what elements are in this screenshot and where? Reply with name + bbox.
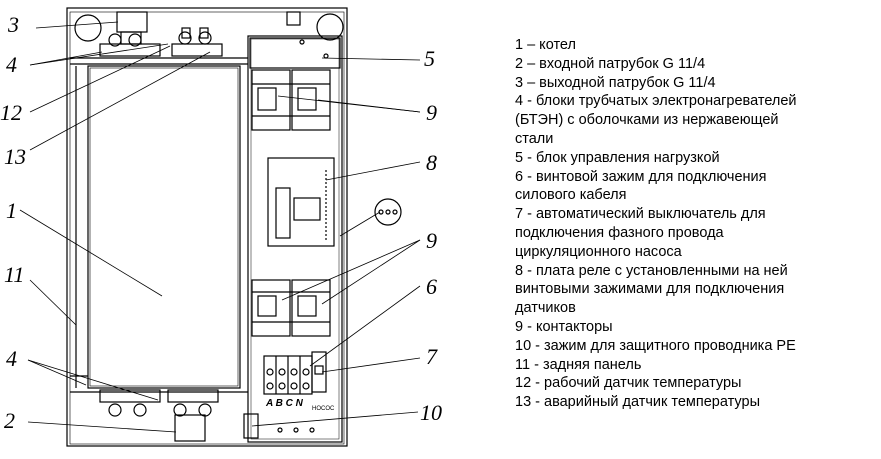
- callout-9-top: 9: [426, 100, 437, 125]
- callout-1: 1: [6, 198, 17, 223]
- callout-7: 7: [426, 344, 438, 369]
- callout-10: 10: [420, 400, 442, 425]
- heater-block-top: [99, 27, 223, 57]
- callout-4-top: 4: [6, 52, 17, 77]
- callout-6: 6: [426, 274, 437, 299]
- legend-item: 5 - блок управления нагрузкой: [515, 149, 720, 166]
- legend-item: 8 - плата реле с установленными на ней в…: [515, 262, 788, 317]
- legend-item: 2 – входной патрубок G 11/4: [515, 55, 706, 72]
- power-terminal-block: [263, 355, 313, 395]
- callout-2: 2: [4, 408, 15, 433]
- callout-3: 3: [7, 12, 19, 37]
- mount-hole-top-right: [316, 13, 344, 41]
- legend-item: 12 - рабочий датчик температуры: [515, 375, 742, 392]
- back-panel: [66, 7, 348, 447]
- relay-board: [267, 157, 335, 247]
- contactors-bottom: [251, 279, 331, 337]
- heater-block-bottom: [99, 389, 219, 417]
- boiler-body: [87, 65, 241, 389]
- legend-item: 10 - зажим для защитного проводника PE: [515, 337, 796, 354]
- callout-9-bottom: 9: [426, 228, 437, 253]
- callout-11: 11: [4, 262, 24, 287]
- legend-list: 1 – котел 2 – входной патрубок G 11/4 3 …: [515, 36, 875, 412]
- terminal-small-label: HOCOC: [312, 406, 335, 412]
- pe-terminal: [243, 413, 259, 439]
- control-panel: [247, 35, 343, 443]
- legend-item: 13 - аварийный датчик температуры: [515, 394, 760, 411]
- callout-8: 8: [426, 150, 437, 175]
- circuit-breaker: [311, 351, 327, 393]
- inlet-pipe: [174, 414, 206, 442]
- callout-12: 12: [0, 100, 22, 125]
- legend-item: 1 – котел: [515, 37, 576, 53]
- mount-hole-top-left: [74, 14, 102, 42]
- legend-item: 3 – выходной патрубок G 11/4: [515, 74, 716, 91]
- legend-item: 11 - задняя панель: [515, 356, 642, 373]
- callout-4-bottom: 4: [6, 346, 17, 371]
- legend-item: 6 - винтовой зажим для подключения силов…: [515, 168, 767, 204]
- contactors-top: [251, 69, 331, 131]
- legend-item: 9 - контакторы: [515, 318, 613, 335]
- sensor-connector: [374, 198, 402, 226]
- terminal-letters: A B C N: [265, 398, 304, 409]
- legend-item: 4 - блоки трубчатых электронагревателей …: [515, 93, 797, 147]
- callout-5: 5: [424, 46, 435, 71]
- outlet-pipe: [116, 11, 148, 33]
- callout-13: 13: [4, 144, 26, 169]
- load-control-block: [249, 37, 341, 69]
- legend-item: 7 - автоматический выключатель для подкл…: [515, 206, 766, 260]
